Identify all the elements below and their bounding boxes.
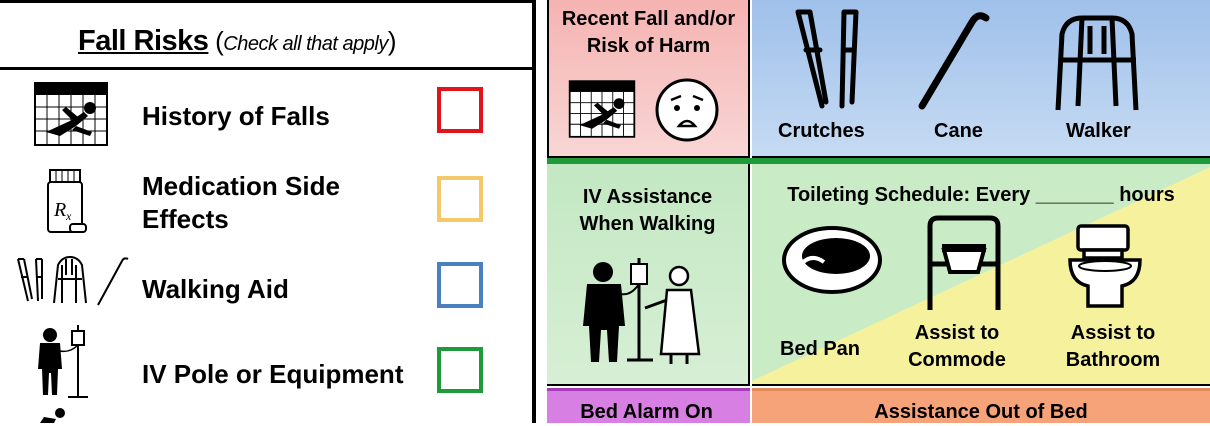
bathroom-line2: Bathroom <box>1065 349 1161 371</box>
bed-alarm-label: Bed Alarm On <box>580 401 713 423</box>
svg-text:x: x <box>65 209 72 223</box>
commode-line1: Assist to <box>914 322 1000 344</box>
assist-out-of-bed-panel: Assistance Out of Bed <box>752 388 1210 423</box>
walking-aids-panel: Crutches Cane Walker <box>752 0 1210 158</box>
iv-pole-checkbox[interactable] <box>437 347 483 393</box>
medication-side-effects-checkbox[interactable] <box>437 176 483 222</box>
iv-pole-label: IV Pole or Equipment <box>142 359 404 389</box>
iv-assist-line1: IV Assistance <box>582 186 713 208</box>
bed-icon <box>36 405 76 423</box>
iv-assistance-panel: IV Assistance When Walking <box>547 164 750 386</box>
iv-pole-person-icon <box>34 323 94 401</box>
bed-alarm-panel: Bed Alarm On <box>547 388 750 423</box>
walking-aids-icon <box>14 255 132 307</box>
walker-label: Walker <box>1066 120 1131 142</box>
commode-line2: Commode <box>908 349 1006 371</box>
recent-fall-line2: Risk of Harm <box>586 35 711 57</box>
toileting-panel: Toileting Schedule: Every _______ hours … <box>752 164 1210 386</box>
falling-person-calendar-icon <box>32 80 110 148</box>
recent-fall-line1: Recent Fall and/or <box>561 8 736 30</box>
iv-walking-assistance-icon <box>581 256 721 366</box>
svg-text:R: R <box>53 199 66 221</box>
recent-fall-panel: Recent Fall and/or Risk of Harm <box>547 0 750 158</box>
fall-risks-subtitle: Check all that apply <box>223 33 388 55</box>
walking-aid-label: Walking Aid <box>142 274 289 304</box>
walking-aid-checkbox[interactable] <box>437 262 483 308</box>
crutches-icon <box>792 6 872 110</box>
fall-risks-title-group: Fall Risks (Check all that apply) <box>78 25 397 57</box>
green-divider <box>547 158 1210 164</box>
toileting-schedule: Toileting Schedule: Every _______ hours <box>787 184 1175 206</box>
prescription-bottle-icon: R x <box>40 168 90 236</box>
crutches-label: Crutches <box>778 120 865 142</box>
history-of-falls-label: History of Falls <box>142 101 330 131</box>
commode-icon <box>922 214 1006 314</box>
fall-risks-frame <box>0 0 536 423</box>
bed-pan-label: Bed Pan <box>780 338 861 360</box>
bed-pan-icon <box>780 222 884 298</box>
worried-face-icon <box>653 76 721 144</box>
falling-person-calendar-icon <box>567 78 637 140</box>
history-of-falls-checkbox[interactable] <box>437 87 483 133</box>
medication-side-effects-label: Medication Side Effects <box>142 171 340 234</box>
bathroom-line1: Assist to <box>1070 322 1156 344</box>
cane-icon <box>912 8 992 112</box>
iv-assist-line2: When Walking <box>579 213 716 235</box>
toilet-icon <box>1064 222 1148 312</box>
assist-out-of-bed-label: Assistance Out of Bed <box>874 401 1088 423</box>
fall-risks-header: Fall Risks (Check all that apply) <box>0 3 532 70</box>
fall-risks-title: Fall Risks <box>78 25 209 57</box>
walker-icon <box>1052 10 1142 114</box>
cane-label: Cane <box>934 120 983 142</box>
